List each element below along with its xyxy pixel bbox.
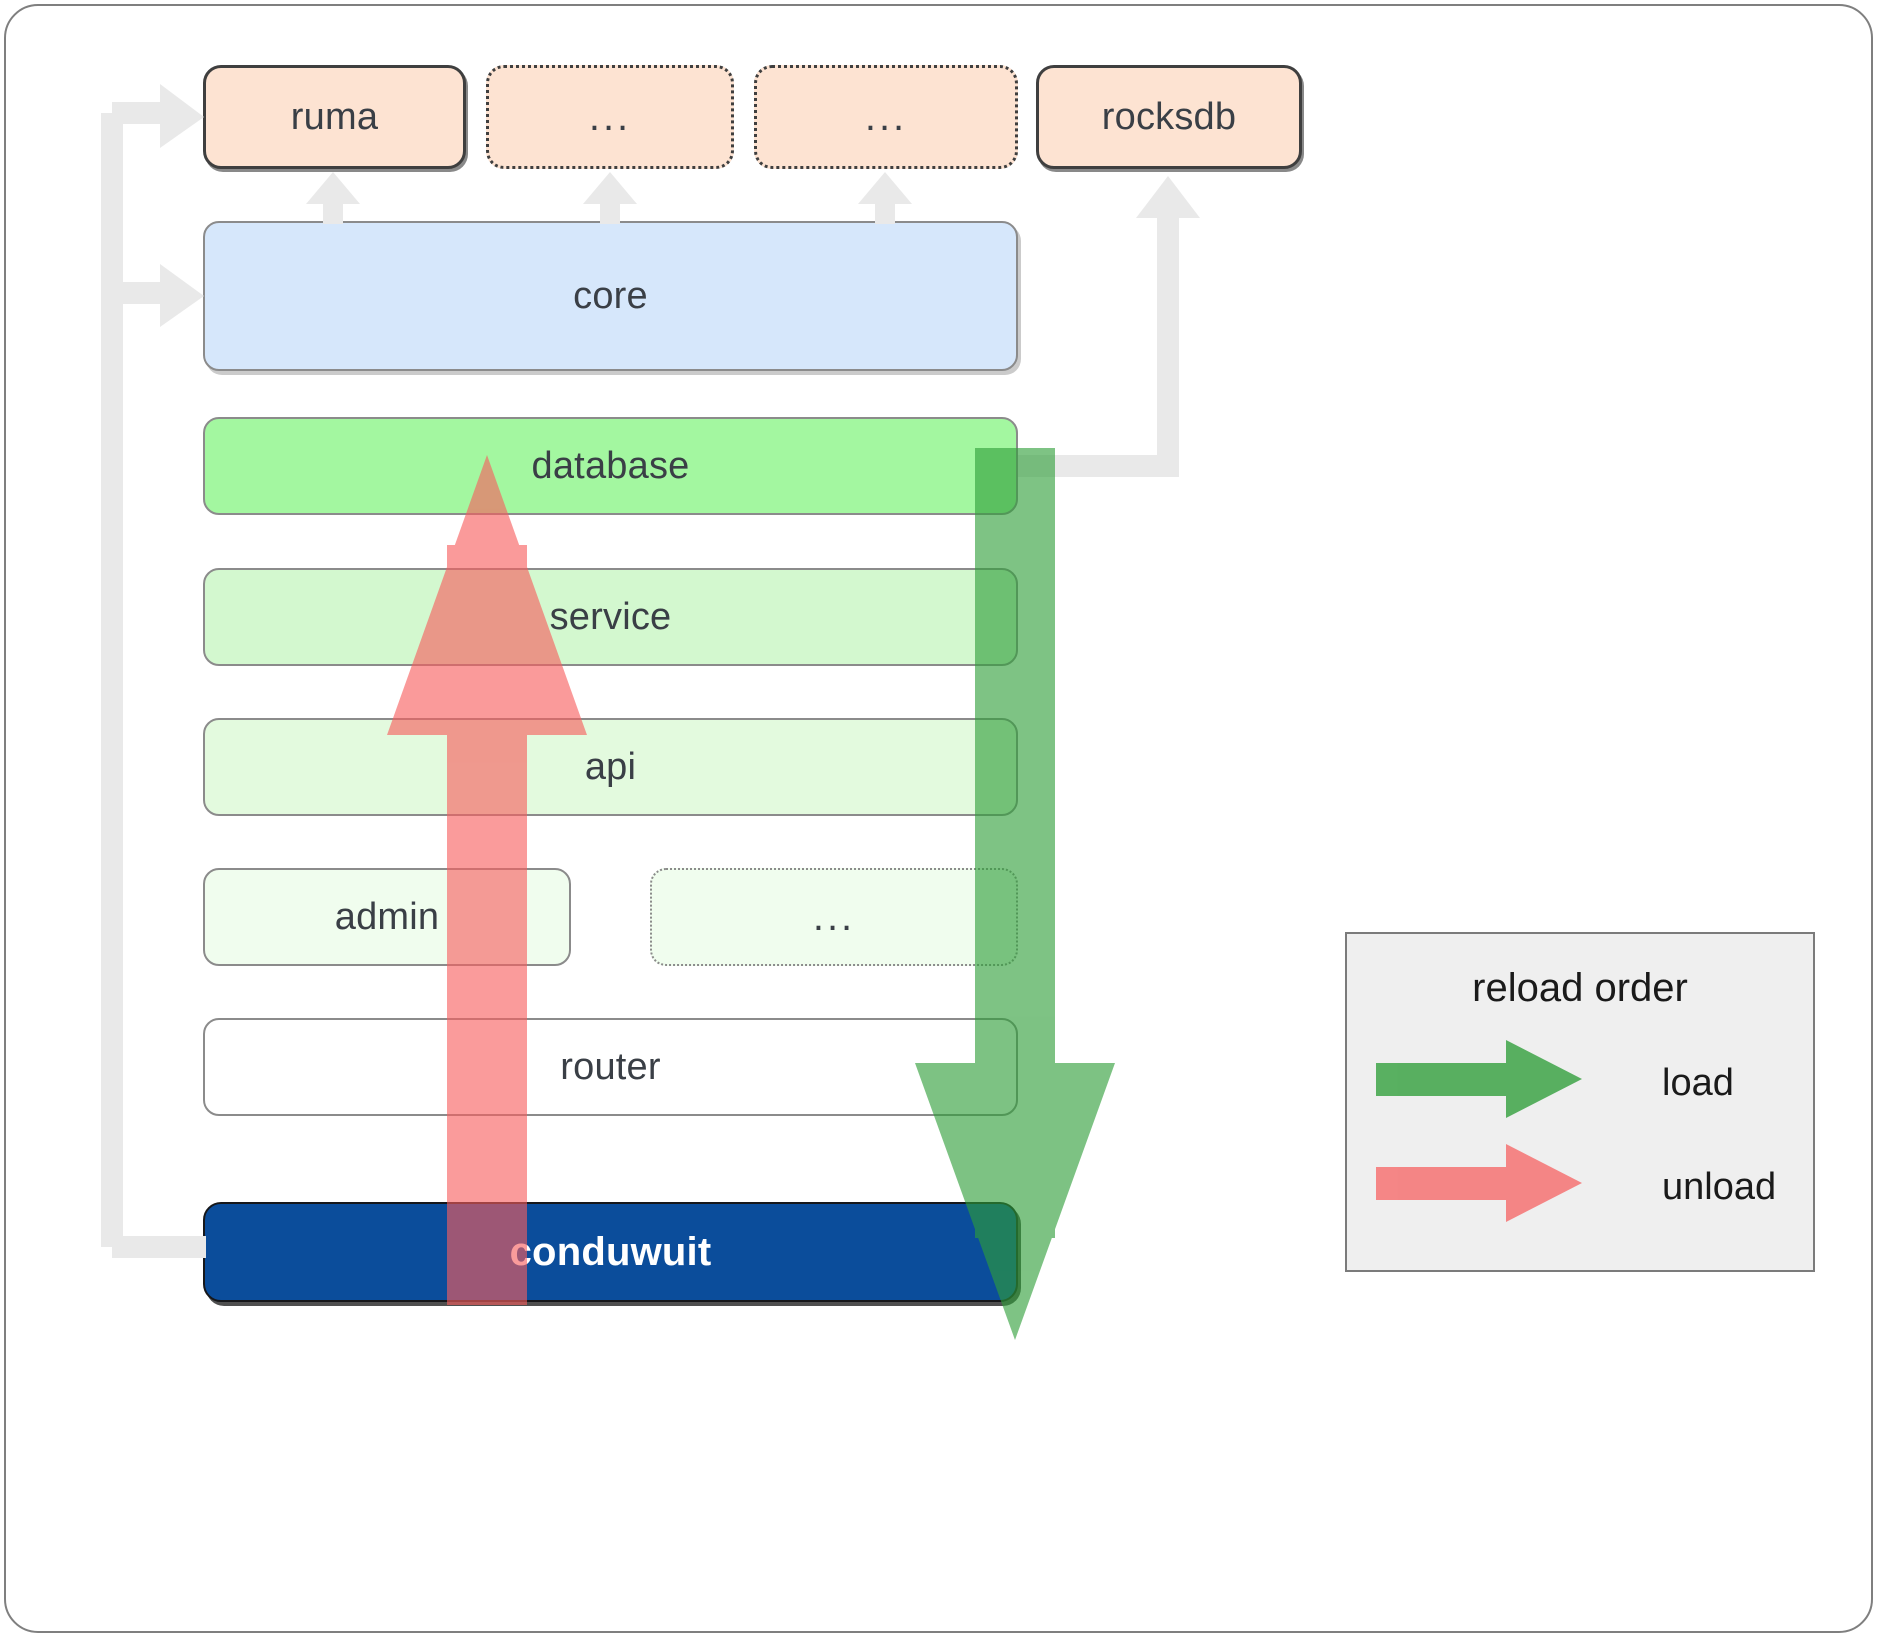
node-rocksdb-label: rocksdb	[1101, 95, 1237, 138]
node-database-label: database	[531, 444, 690, 487]
node-conduwuit-label: conduwuit	[509, 1229, 712, 1274]
node-etc-3-label: ...	[812, 895, 856, 939]
node-router[interactable]: router	[203, 1018, 1018, 1116]
node-etc-2[interactable]: ...	[754, 65, 1018, 169]
legend-label-load: load	[1662, 1062, 1734, 1104]
node-admin[interactable]: admin	[203, 868, 571, 966]
node-etc-2-label: ...	[864, 95, 908, 139]
node-api[interactable]: api	[203, 718, 1018, 816]
node-core-label: core	[573, 274, 648, 317]
node-core[interactable]: core	[203, 221, 1018, 371]
node-admin-label: admin	[334, 895, 440, 938]
node-etc-3[interactable]: ...	[650, 868, 1018, 966]
legend-label-unload: unload	[1662, 1166, 1777, 1208]
node-service[interactable]: service	[203, 568, 1018, 666]
node-rocksdb[interactable]: rocksdb	[1036, 65, 1302, 169]
node-api-label: api	[584, 745, 637, 788]
node-ruma[interactable]: ruma	[203, 65, 466, 169]
node-ruma-label: ruma	[290, 95, 379, 138]
node-etc-1-label: ...	[588, 95, 632, 139]
node-service-label: service	[549, 595, 672, 638]
legend-title: reload order	[1472, 966, 1688, 1010]
node-etc-1[interactable]: ...	[486, 65, 734, 169]
node-conduwuit[interactable]: conduwuit	[203, 1202, 1018, 1302]
node-router-label: router	[560, 1045, 661, 1088]
node-database[interactable]: database	[203, 417, 1018, 515]
legend-panel: reload order load unload	[1345, 932, 1815, 1272]
